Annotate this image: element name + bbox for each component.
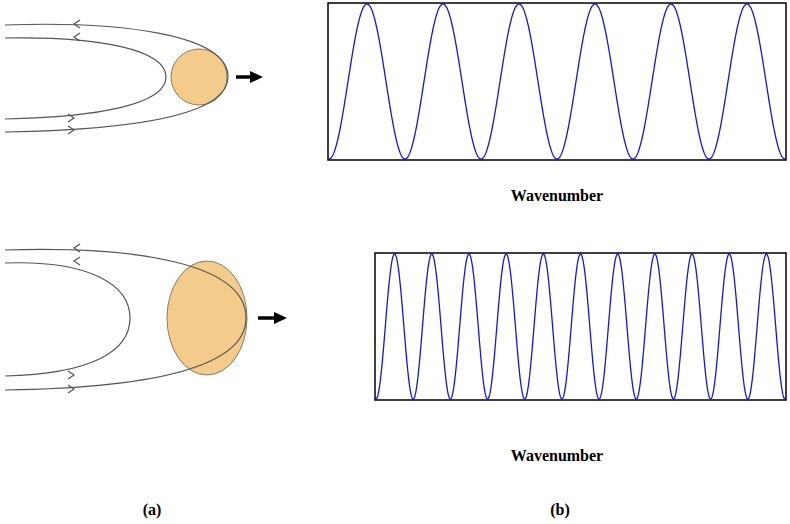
motion-arrow-head [250,71,263,83]
flow-line [5,24,228,132]
sinusoid-curve [376,254,785,399]
flow-line [5,263,130,376]
flow-arrowheads [68,20,80,134]
flow-line [5,249,246,390]
motion-arrow-head [274,312,287,324]
panel-label: (b) [550,501,570,519]
axis-label: Wavenumber [511,187,603,205]
flow-arrowheads [68,244,80,393]
sinusoid-curve [329,4,785,159]
motion-arrow [258,316,276,320]
motion-arrow [236,75,252,79]
flow-line [5,38,166,119]
axis-label: Wavenumber [511,447,603,465]
panel-label: (a) [143,501,162,519]
plot-frame [328,3,786,160]
large-particle [167,261,247,375]
plot-frame [375,253,786,400]
